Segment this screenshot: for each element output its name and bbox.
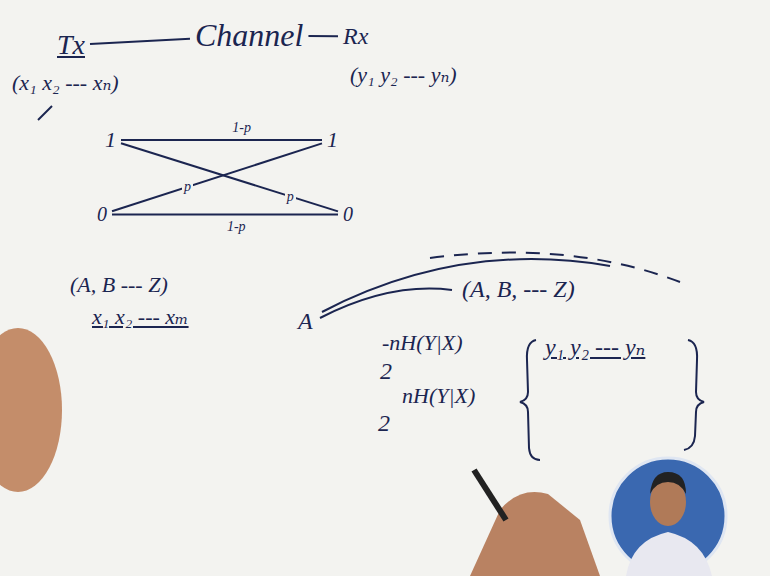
node-text: 1 (105, 127, 116, 153)
tick-mark (38, 106, 52, 120)
handwritten-note: A (298, 308, 313, 335)
channel-line (121, 143, 338, 211)
node-text: 0 (343, 203, 353, 226)
node-label: 0 (92, 200, 112, 229)
probability-label: p (285, 189, 296, 204)
probability-label: p (182, 179, 193, 194)
handwritten-note: -nH(Y|X) (382, 330, 463, 356)
channel-line (90, 39, 190, 44)
channel-line (308, 36, 338, 37)
channel-line (121, 140, 322, 141)
probability-label: 1-p (225, 219, 248, 234)
node-label: Channel (190, 14, 308, 57)
presenter-hair (650, 472, 686, 494)
node-label: Tx (52, 26, 90, 64)
node-label: 1 (100, 124, 121, 156)
handwritten-note: (y₁ y₂ --- yₙ) (350, 62, 457, 88)
node-text: Rx (343, 23, 368, 50)
node-label: 0 (338, 200, 358, 229)
handwritten-note: (x₁ x₂ --- xₙ) (12, 70, 119, 96)
hand (470, 492, 600, 576)
pen (474, 470, 506, 520)
left-brace (520, 340, 540, 460)
handwritten-note: (A, B, --- Z) (462, 276, 575, 303)
handwritten-note: y₁ y₂ --- yₙ (545, 333, 645, 361)
node-text: 0 (97, 203, 107, 226)
node-text: Channel (195, 17, 303, 54)
node-text: Tx (57, 29, 85, 61)
handwritten-note: nH(Y|X) (402, 383, 475, 409)
mapping-arc (322, 259, 610, 312)
handwritten-note: 2 (378, 410, 390, 437)
node-label: Rx (338, 20, 373, 53)
node-label: 1 (322, 124, 343, 156)
probability-label: 1-p (230, 120, 253, 135)
right-brace (684, 340, 704, 450)
handwritten-note: x₁ x₂ --- xₘ (92, 304, 189, 330)
hand (0, 328, 62, 492)
handwritten-note: (A, B --- Z) (70, 272, 168, 298)
channel-line (112, 143, 322, 211)
handwritten-note: 2 (380, 358, 392, 385)
channel-line (112, 214, 338, 215)
node-text: 1 (327, 127, 338, 153)
presenter-shirt (626, 532, 712, 576)
